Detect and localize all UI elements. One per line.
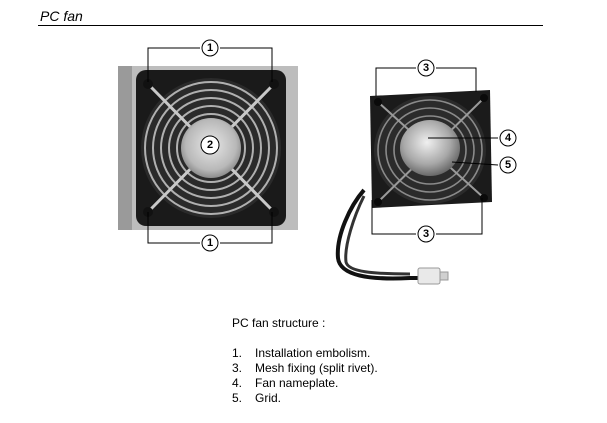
callout-circle-2 xyxy=(200,135,220,155)
list-item-number: 4. xyxy=(232,376,243,390)
callout-circle-4 xyxy=(499,129,517,147)
title-rule xyxy=(38,25,543,26)
list-item-text: Mesh fixing (split rivet). xyxy=(255,361,378,375)
callout-label-2: 2 xyxy=(207,139,213,151)
list-item-text: Installation embolism. xyxy=(255,346,371,360)
list-item-number: 3. xyxy=(232,361,243,375)
caption-block: PC fan structure : 1. Installation embol… xyxy=(232,316,378,406)
list-item: 5. Grid. xyxy=(232,391,378,406)
fan-angled-photo xyxy=(335,90,492,285)
callout-label-3-bottom: 3 xyxy=(423,228,429,240)
callout-circle-5 xyxy=(499,156,517,174)
callout-label-1-bottom: 1 xyxy=(207,237,213,249)
caption-title: PC fan structure : xyxy=(232,316,326,330)
callout-label-3-top: 3 xyxy=(423,62,429,74)
list-item: 1. Installation embolism. xyxy=(232,346,378,361)
callout-circle-1-bottom xyxy=(201,234,219,252)
page-title: PC fan xyxy=(40,8,83,24)
callout-circle-1-top xyxy=(201,39,219,57)
list-item-number: 5. xyxy=(232,391,243,405)
callout-label-1-top: 1 xyxy=(207,42,213,54)
callout-circle-3-top xyxy=(417,59,435,77)
list-item: 3. Mesh fixing (split rivet). xyxy=(232,361,378,376)
list-item-text: Grid. xyxy=(255,391,282,405)
list-item-text: Fan nameplate. xyxy=(255,376,339,390)
callout-circle-3-bottom xyxy=(417,225,435,243)
callout-label-4: 4 xyxy=(505,132,512,144)
parts-list: 1. Installation embolism. 3. Mesh fixing… xyxy=(232,346,378,406)
list-item: 4. Fan nameplate. xyxy=(232,376,378,391)
callout-label-5: 5 xyxy=(505,159,511,171)
list-item-number: 1. xyxy=(232,346,243,360)
